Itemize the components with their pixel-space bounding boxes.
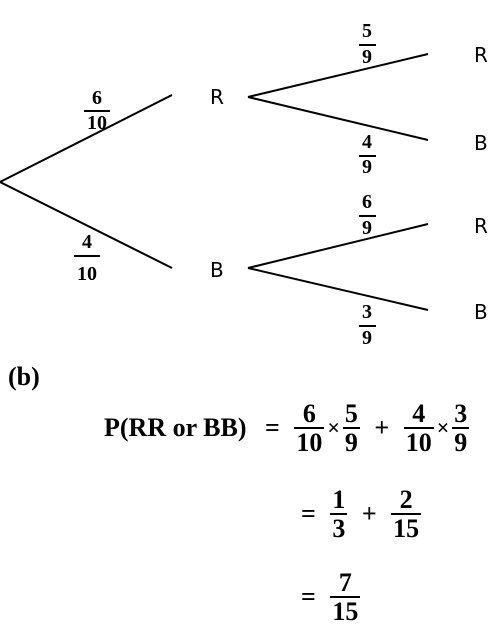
equation-lhs: P(RR or BB) [104,413,247,443]
svg-text:9: 9 [362,217,372,239]
prob-R-B: 4 9 [359,131,376,178]
node-R: R [210,85,224,109]
svg-text:10: 10 [77,263,97,285]
node-B: B [210,258,224,282]
branches [0,53,429,311]
prob-root-B: 4 10 [74,231,100,285]
equals-sign: = [301,499,316,529]
svg-text:3: 3 [362,301,372,323]
prob-root-R: 6 10 [84,87,110,134]
node-BR: R [474,214,488,238]
plus-sign: + [361,499,377,529]
branch-root-B [0,181,173,269]
times-sign: × [436,415,450,441]
svg-text:5: 5 [362,20,372,42]
equals-sign: = [265,413,280,443]
plus-sign: + [374,413,390,443]
times-sign: × [327,415,340,441]
branch-root-R [0,94,173,183]
svg-text:6: 6 [362,191,372,213]
branch-R-R [247,53,429,98]
branch-B-B [247,267,429,311]
branch-R-B [247,96,429,141]
node-RR: R [474,43,488,67]
svg-text:10: 10 [87,112,107,134]
svg-text:9: 9 [362,156,372,178]
equals-sign: = [301,582,316,612]
prob-B-R: 6 9 [359,191,376,239]
svg-text:9: 9 [362,327,372,349]
node-RB: B [474,131,488,155]
svg-text:6: 6 [92,87,102,109]
prob-B-B: 3 9 [359,301,376,349]
node-BB: B [474,300,488,324]
svg-text:4: 4 [82,231,92,253]
prob-R-R: 5 9 [359,20,376,68]
svg-text:4: 4 [362,131,372,153]
svg-text:9: 9 [362,46,372,68]
part-b-label: (b) [8,362,40,391]
branch-B-R [247,223,429,269]
